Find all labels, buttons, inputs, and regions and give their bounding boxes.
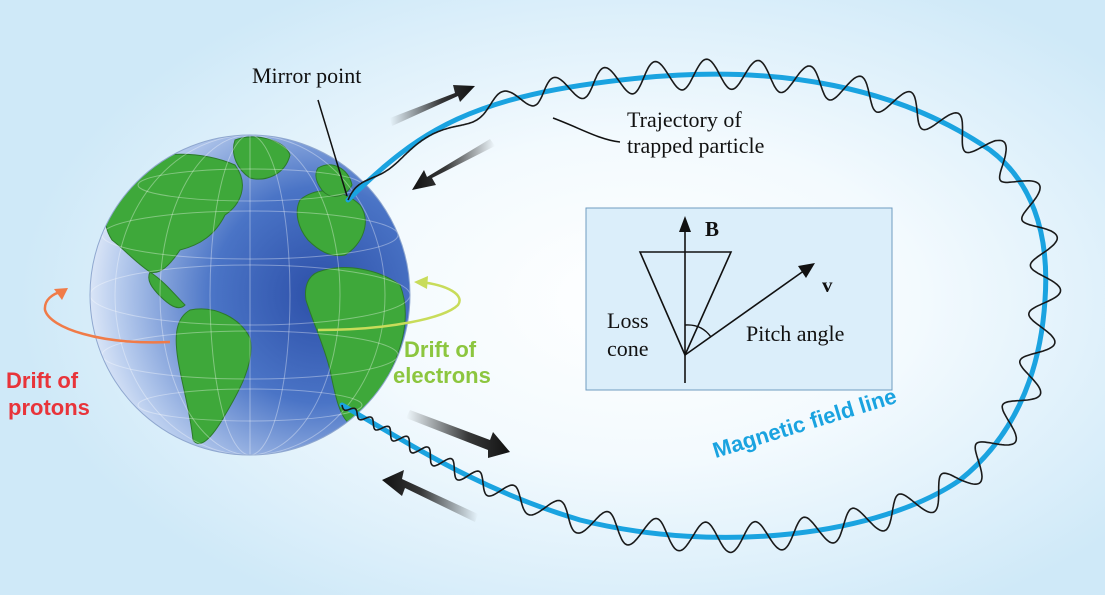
inset-loss-cone-label-line2: cone (607, 336, 649, 361)
pitch-angle-inset (585, 207, 893, 391)
earth-globe-icon (89, 134, 411, 456)
b-field-arrowhead (679, 216, 691, 232)
inset-loss-cone-label-line1: Loss (607, 308, 649, 333)
drift-electrons-label-line1: Drift of (404, 337, 477, 362)
proton-drift-arrow (43, 288, 171, 344)
inset-pitch-angle-label: Pitch angle (746, 321, 845, 346)
inset-v-label: v (822, 273, 833, 297)
drift-protons-label-line1: Drift of (6, 368, 79, 393)
upper-bounce-arrow-in (412, 139, 495, 190)
drift-protons-label-line2: protons (8, 395, 90, 420)
magnetic-field-line (339, 71, 1049, 540)
trajectory-label-line1: Trajectory of (627, 107, 742, 132)
pitch-angle-arc (684, 324, 712, 338)
trajectory-leader (552, 117, 621, 143)
arrow-icon (798, 263, 815, 278)
lower-bounce-arrow-out (406, 410, 510, 458)
electron-drift-arrow (317, 276, 461, 332)
trajectory-label-line2: trapped particle (627, 133, 765, 158)
particle-trajectory (341, 58, 1062, 554)
loss-cone-triangle (638, 251, 733, 357)
mirror-point-label: Mirror point (252, 63, 362, 88)
upper-bounce-arrow-out (390, 85, 475, 126)
mirror-point-leader (317, 99, 348, 197)
lower-bounce-arrow-in (382, 470, 478, 522)
inset-b-label: B (705, 217, 720, 241)
drift-electrons-label-line2: electrons (393, 363, 491, 388)
